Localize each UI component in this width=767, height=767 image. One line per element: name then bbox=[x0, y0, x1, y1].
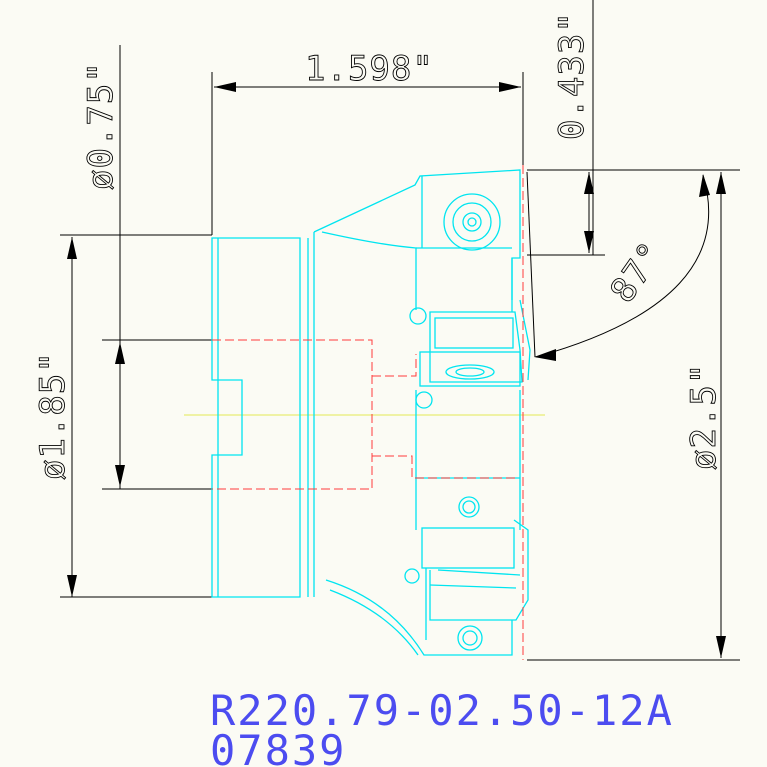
hidden-lines bbox=[212, 165, 524, 660]
angle-label: 87° bbox=[603, 234, 673, 310]
cutter-body bbox=[211, 169, 531, 656]
pilot-diameter-label: ø1.85" bbox=[33, 351, 73, 480]
dimension-lines bbox=[60, 0, 740, 661]
dimension-labels: 1.598" ø0.75" ø1.85" 0.433" 87° ø2.5" bbox=[33, 11, 725, 481]
cut-depth-label: 0.433" bbox=[552, 11, 592, 140]
arrow-head bbox=[499, 82, 521, 92]
part-number-label: 07839 bbox=[210, 726, 347, 767]
part-code-label: R220.79-02.50-12A bbox=[210, 686, 674, 735]
shank-diameter-label: ø0.75" bbox=[81, 61, 121, 190]
cutter-diameter-label: ø2.5" bbox=[684, 363, 724, 470]
arrow-head bbox=[214, 82, 236, 92]
length-dimension-label: 1.598" bbox=[305, 49, 434, 89]
